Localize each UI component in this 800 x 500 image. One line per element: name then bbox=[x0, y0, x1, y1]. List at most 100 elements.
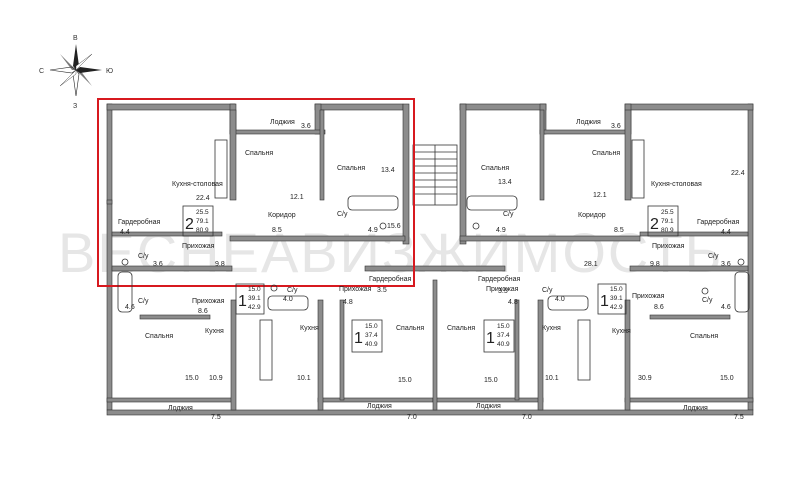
room-label: Прихожая bbox=[182, 243, 215, 250]
room-label: Коридор bbox=[578, 212, 606, 219]
room-label: Спальня bbox=[592, 150, 620, 157]
toilet-icon bbox=[270, 284, 278, 292]
area-value: 4.8 bbox=[508, 299, 518, 306]
apartment-badge: 2 25.5 79.1 80.9 bbox=[647, 205, 679, 237]
kitchen-counter bbox=[631, 139, 645, 199]
svg-text:40.9: 40.9 bbox=[365, 341, 378, 348]
area-value: 4.0 bbox=[555, 296, 565, 303]
compass-north: В bbox=[73, 35, 78, 42]
svg-text:1: 1 bbox=[600, 293, 609, 310]
room-label: Прихожая bbox=[652, 243, 685, 250]
area-value: 15.0 bbox=[720, 375, 734, 382]
room-label: С/у bbox=[503, 211, 514, 218]
svg-text:1: 1 bbox=[486, 330, 495, 347]
room-label: Кухня bbox=[205, 328, 224, 335]
kitchen-counter bbox=[577, 319, 591, 381]
compass-east: Ю bbox=[106, 68, 113, 75]
room-label: Лоджия bbox=[576, 119, 601, 126]
svg-text:1: 1 bbox=[238, 293, 247, 310]
room-label: С/у bbox=[287, 287, 298, 294]
room-label: Спальня bbox=[481, 165, 509, 172]
area-value: 3.6 bbox=[153, 261, 163, 268]
room-label: Прихожая bbox=[486, 286, 519, 293]
room-label: Кухня bbox=[300, 325, 319, 332]
area-value: 4.9 bbox=[496, 227, 506, 234]
area-value: 3.6 bbox=[721, 261, 731, 268]
area-value: 13.4 bbox=[498, 179, 512, 186]
svg-text:15.0: 15.0 bbox=[248, 286, 261, 293]
area-value: 12.1 bbox=[290, 194, 304, 201]
room-label: Лоджия bbox=[168, 405, 193, 412]
room-label: Прихожая bbox=[339, 286, 372, 293]
room-label: Лоджия bbox=[270, 119, 295, 126]
toilet-icon bbox=[379, 222, 387, 230]
area-value: 15.6 bbox=[387, 223, 401, 230]
room-label: Гардеробная bbox=[478, 275, 521, 283]
toilet-icon bbox=[701, 287, 709, 295]
apartment-badge: 1 15.0 39.1 42.9 bbox=[235, 283, 265, 315]
staircase bbox=[412, 144, 458, 206]
toilet-icon bbox=[737, 258, 745, 266]
apartment-badge: 1 15.0 37.4 40.9 bbox=[351, 319, 383, 353]
room-label: С/у bbox=[702, 297, 713, 304]
room-label: Лоджия bbox=[683, 405, 708, 412]
room-label: С/у bbox=[138, 298, 149, 305]
bathtub-icon bbox=[347, 195, 399, 211]
room-label: Спальня bbox=[396, 325, 424, 332]
area-value: 9.8 bbox=[650, 261, 660, 268]
bathtub-icon bbox=[734, 271, 750, 313]
area-value: 3.5 bbox=[498, 288, 508, 295]
highlighted-apartment-frame bbox=[97, 98, 415, 287]
area-value: 10.1 bbox=[545, 375, 559, 382]
room-label: Лоджия bbox=[476, 403, 501, 410]
room-label: Кухня bbox=[612, 328, 631, 335]
room-label: С/у bbox=[138, 253, 149, 260]
area-value: 3.6 bbox=[301, 123, 311, 130]
area-value: 7.5 bbox=[734, 414, 744, 421]
area-value: 4.4 bbox=[721, 229, 731, 236]
svg-text:79.1: 79.1 bbox=[661, 218, 674, 225]
svg-text:37.4: 37.4 bbox=[497, 332, 510, 339]
room-label: Прихожая bbox=[192, 298, 225, 305]
apartment-badge: 2 25.5 79.1 80.9 bbox=[182, 205, 214, 237]
toilet-icon bbox=[472, 222, 480, 230]
svg-text:2: 2 bbox=[185, 216, 194, 233]
room-label: Гардеробная bbox=[118, 218, 161, 226]
svg-text:42.9: 42.9 bbox=[248, 304, 261, 311]
watermark: ВЕСНЕАВИЗЖИМОСТЬ bbox=[58, 221, 723, 284]
room-label: Коридор bbox=[268, 212, 296, 219]
area-value: 4.6 bbox=[721, 304, 731, 311]
kitchen-counter bbox=[259, 319, 273, 381]
area-value: 28.1 bbox=[584, 261, 598, 268]
room-label: С/у bbox=[337, 211, 348, 218]
area-value: 8.5 bbox=[272, 227, 282, 234]
svg-text:25.5: 25.5 bbox=[196, 209, 209, 216]
area-value: 8.6 bbox=[654, 304, 664, 311]
area-value: 30.9 bbox=[638, 375, 652, 382]
area-value: 8.5 bbox=[614, 227, 624, 234]
kitchen-counter bbox=[214, 139, 228, 199]
room-label: Спальня bbox=[447, 325, 475, 332]
area-value: 7.0 bbox=[407, 414, 417, 421]
svg-text:15.0: 15.0 bbox=[365, 323, 378, 330]
area-value: 3.6 bbox=[611, 123, 621, 130]
svg-text:80.9: 80.9 bbox=[661, 227, 674, 234]
room-label: Прихожая bbox=[632, 293, 665, 300]
room-label: Гардеробная bbox=[697, 218, 740, 226]
bathtub-icon bbox=[547, 295, 589, 311]
compass-west: С bbox=[39, 68, 44, 75]
svg-text:25.5: 25.5 bbox=[661, 209, 674, 216]
room-label: Спальня bbox=[145, 333, 173, 340]
svg-text:40.9: 40.9 bbox=[497, 341, 510, 348]
area-value: 4.9 bbox=[368, 227, 378, 234]
room-label: Кухня-столовая bbox=[651, 181, 702, 188]
svg-text:42.9: 42.9 bbox=[610, 304, 623, 311]
area-value: 9.8 bbox=[215, 261, 225, 268]
svg-text:1: 1 bbox=[354, 330, 363, 347]
room-label: Гардеробная bbox=[369, 275, 412, 283]
area-value: 13.4 bbox=[381, 167, 395, 174]
area-value: 4.4 bbox=[120, 229, 130, 236]
area-value: 10.9 bbox=[209, 375, 223, 382]
svg-text:2: 2 bbox=[650, 216, 659, 233]
svg-text:39.1: 39.1 bbox=[248, 295, 261, 302]
